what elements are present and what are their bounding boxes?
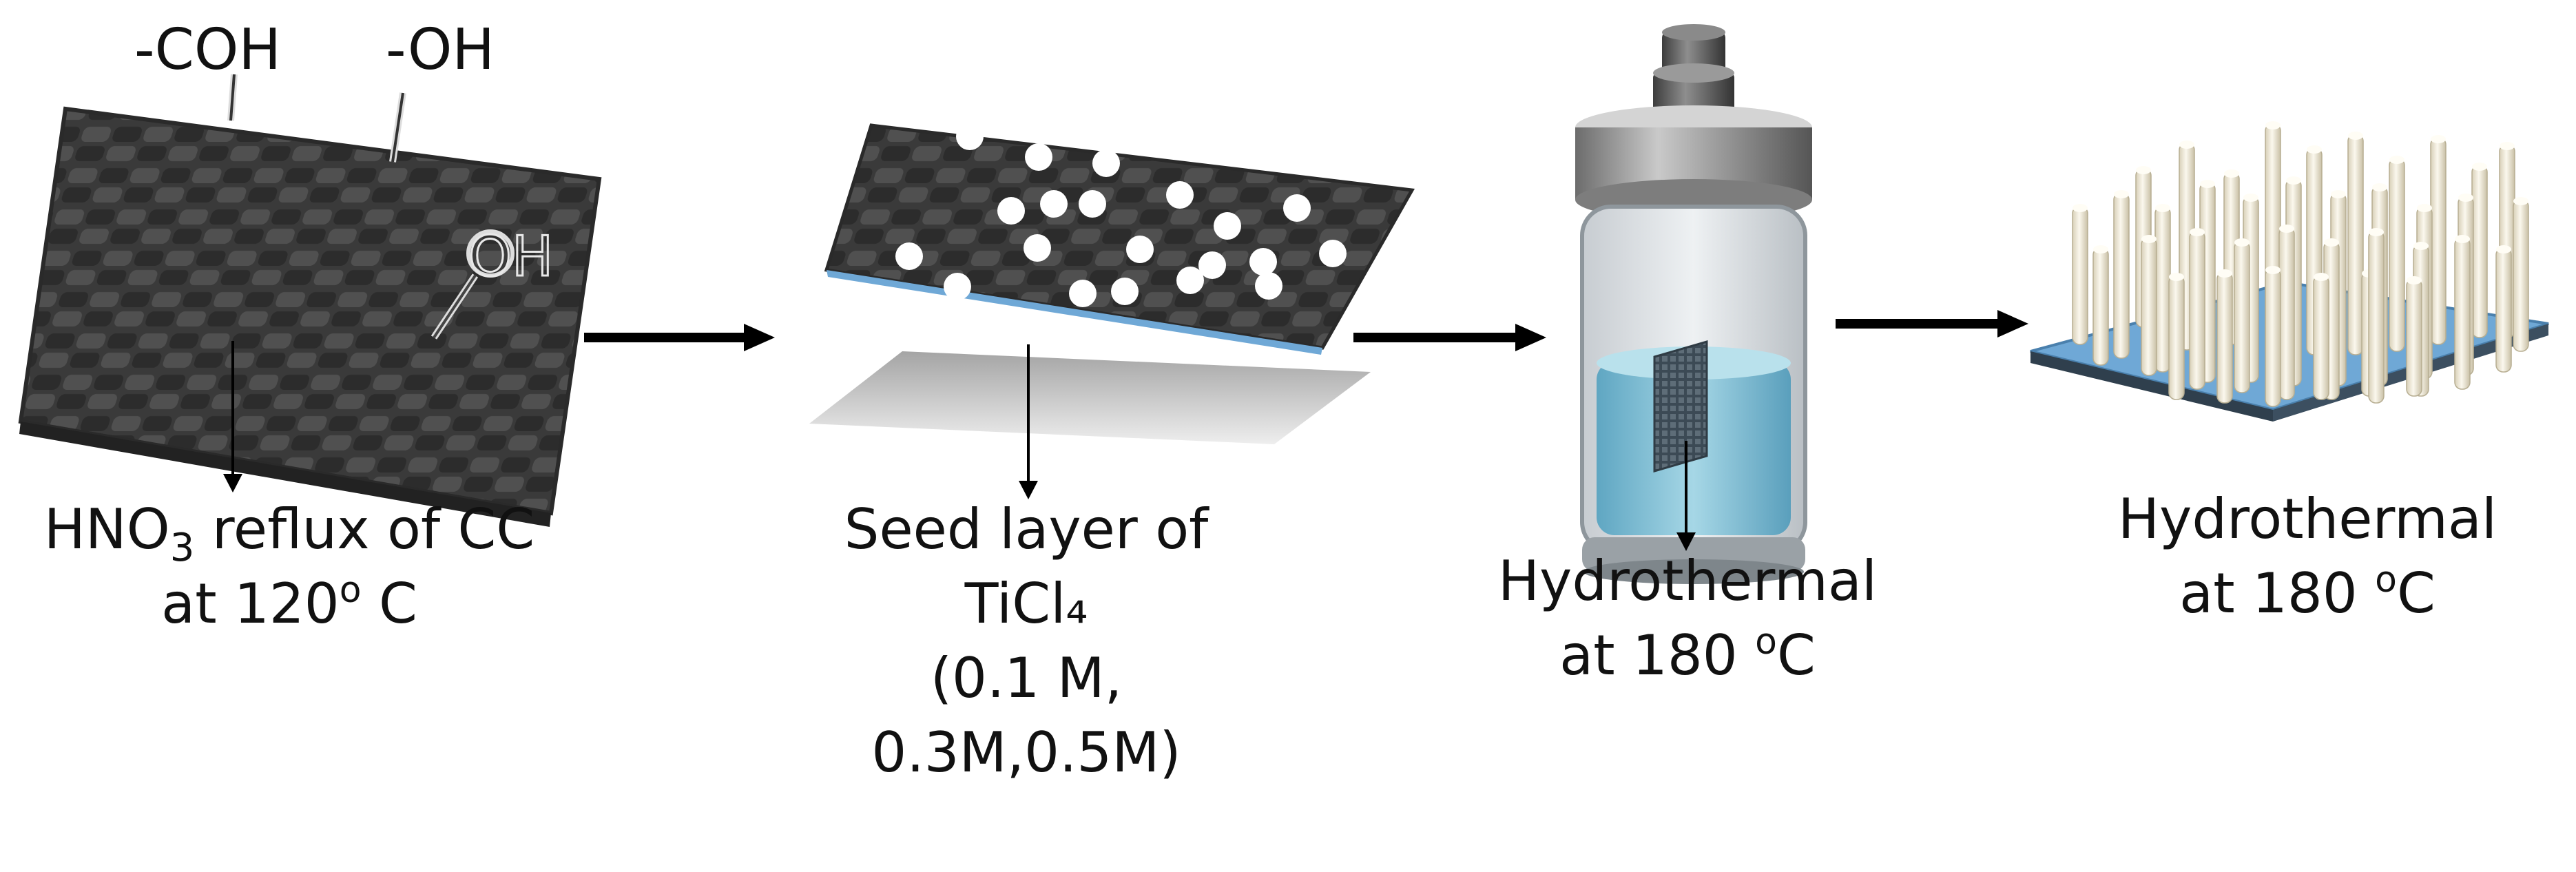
nanorod-tip [2472, 163, 2487, 171]
nanorod-tip [2234, 238, 2250, 247]
nanorod [2092, 247, 2109, 366]
nanorod-tip [2314, 273, 2329, 281]
caption-step3-line1: Hydrothermal [1497, 549, 1878, 613]
down-arrow-step3 [1676, 441, 1696, 551]
caption-step2-line1: Seed layer of [844, 497, 1209, 561]
caption-step3-line2: at 180 oC [1559, 621, 1816, 687]
nanorod [2234, 240, 2250, 393]
nanorod-array [2072, 121, 2529, 407]
nanorod-tip [2114, 190, 2129, 198]
down-arrow-step1 [223, 341, 242, 492]
nanorod-tip [2496, 245, 2511, 253]
caption-step4-line1: Hydrothermal [2117, 487, 2497, 551]
nanorod-tip [2307, 145, 2322, 154]
autoclave-icon [1575, 24, 1812, 584]
caption-step1-line2: at 120o C [161, 570, 417, 636]
nanorod-tip [2141, 235, 2157, 243]
caption-step4-wrapper: Hydrothermal at 180 oC [2117, 487, 2497, 625]
nanorod [2072, 206, 2088, 345]
caption-step1-wrapper: HNO3 reflux of CC at 120o C [43, 497, 535, 636]
nanorod-tip [2093, 245, 2108, 253]
nanorod-tip [2455, 235, 2470, 243]
nanorod-tip [2265, 266, 2281, 274]
nanorod-tip [2417, 204, 2432, 212]
nanorod [2389, 158, 2405, 352]
nanorod [2513, 199, 2529, 352]
process-arrow-2 [1353, 324, 1546, 351]
nanorod-tip [2324, 238, 2339, 247]
nanorod [2154, 206, 2171, 373]
nanorod [2168, 275, 2185, 400]
nanorod-tip [2279, 225, 2294, 233]
nanorod-tip [2217, 269, 2232, 278]
nanorod-tip [2286, 176, 2301, 185]
seed-layer-shadow [809, 351, 1371, 444]
nanorod [2141, 237, 2157, 376]
nanorod-tip [2413, 242, 2429, 250]
nanorod-tip [2513, 197, 2528, 205]
caption-step1-line1: HNO3 reflux of CC [43, 497, 535, 570]
nanorod [2495, 247, 2512, 373]
group-oh-surface-label: OH [468, 225, 553, 289]
nanorod [2265, 268, 2281, 407]
caption-step2-line2: TiCl₄ [964, 572, 1088, 636]
seed-particles [895, 123, 1347, 307]
nanorod [2347, 134, 2364, 355]
nanorod [2368, 230, 2385, 404]
nanorod-tip [2224, 169, 2239, 178]
nanorod-tip [2265, 121, 2281, 129]
carbon-cloth-treated [18, 106, 602, 527]
nanorod-tip [2190, 228, 2205, 236]
nanorod-tip [2458, 194, 2473, 202]
nanorod-tip [2179, 141, 2194, 149]
nanorod-tip [2073, 204, 2088, 212]
nanorod [2406, 278, 2422, 397]
group-coh-label: -COH [134, 17, 281, 83]
caption-step2-line3: (0.1 M, [930, 646, 1123, 710]
caption-step4-line2: at 180 oC [2179, 559, 2435, 625]
nanorod-tip [2155, 204, 2170, 212]
nanorod-tip [2407, 276, 2422, 284]
nanorod [2216, 271, 2233, 404]
nanorod [2113, 192, 2130, 359]
caption-step2-line4: 0.3M,0.5M) [871, 720, 1181, 785]
process-arrow-1 [584, 324, 775, 351]
nanorod-tip [2243, 194, 2258, 202]
nanorod [2471, 165, 2488, 338]
nanorod-tip [2169, 273, 2184, 281]
nanorod-tip [2372, 183, 2387, 191]
caption-step3-wrapper: Hydrothermal at 180 oC [1497, 549, 1878, 687]
process-arrow-3 [1836, 310, 2028, 338]
nanorod [2430, 137, 2447, 345]
nanorod-tip [2200, 180, 2215, 188]
nanorod-tip [2389, 156, 2404, 164]
nanorod-tip [2348, 132, 2363, 140]
nanorod [2278, 227, 2295, 400]
caption-step2-wrapper: Seed layer of TiCl₄ (0.1 M, 0.3M,0.5M) [844, 497, 1209, 785]
functional-group-pointers [227, 74, 515, 340]
nanorod-tip [2331, 190, 2346, 198]
nanorod-tip [2136, 166, 2151, 174]
nanorod-tip [2431, 135, 2446, 143]
nanorod-tip [2369, 228, 2384, 236]
nanorod-tip [2500, 142, 2515, 150]
nanorod [2189, 230, 2205, 390]
down-arrow-step2 [1019, 344, 1038, 499]
nanorod [2454, 237, 2471, 390]
nanorod [2313, 275, 2329, 400]
group-oh-label: -OH [386, 17, 495, 83]
